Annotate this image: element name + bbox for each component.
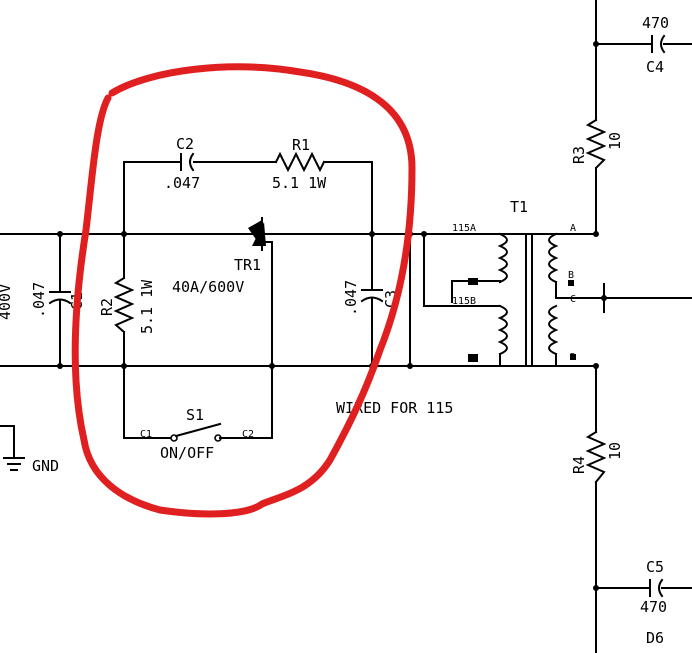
- resistor-r2: R2 5.1 1W: [98, 276, 156, 334]
- r1-ref: R1: [292, 136, 310, 154]
- t1-secondary-b: B: [568, 270, 574, 281]
- c2-value: .047: [164, 174, 200, 192]
- t1-secondary-d: D: [570, 352, 576, 363]
- d6-ref: D6: [646, 629, 664, 647]
- resistor-r1: R1 5.1 1W: [272, 136, 327, 192]
- tr1-value: 40A/600V: [172, 278, 244, 296]
- tr1-ref: TR1: [234, 256, 261, 274]
- wired-for-label: WIRED FOR 115: [336, 399, 453, 417]
- triac-tr1: TR1 40A/600V: [172, 217, 266, 296]
- c5-value: 470: [640, 598, 667, 616]
- t1-secondary-a: A: [570, 223, 576, 234]
- s1-terminal-2: C2: [242, 429, 254, 440]
- c3-value: .047: [342, 280, 360, 316]
- t1-secondary-c: C: [570, 294, 576, 305]
- junction-dots: [57, 41, 607, 591]
- gnd-label: GND: [32, 457, 59, 475]
- capacitor-c5: C5 470: [640, 558, 667, 616]
- voltage-label: 400V: [0, 284, 14, 320]
- red-annotation-circle: [71, 63, 416, 518]
- c5-ref: C5: [646, 558, 664, 576]
- s1-terminal-1: C1: [140, 429, 152, 440]
- r4-value: 10: [606, 442, 624, 460]
- transformer-t1: T1 115A 115B A B C D: [452, 198, 576, 367]
- t1-ref: T1: [510, 198, 528, 216]
- ground-symbol: GND: [3, 457, 59, 475]
- capacitor-c2: C2 .047: [164, 135, 200, 192]
- t1-tap-115b: 115B: [452, 296, 476, 307]
- capacitor-c1: .047 C1 400V: [0, 282, 86, 320]
- r4-ref: R4: [570, 456, 588, 474]
- r3-value: 10: [606, 132, 624, 150]
- c4-value: 470: [642, 14, 669, 32]
- s1-state-label: ON/OFF: [160, 444, 214, 462]
- capacitor-c4: 470 C4: [642, 14, 669, 76]
- r1-value: 5.1 1W: [272, 174, 327, 192]
- r3-ref: R3: [570, 146, 588, 164]
- c2-ref: C2: [176, 135, 194, 153]
- r2-ref: R2: [98, 298, 116, 316]
- switch-s1: S1 C1 C2 ON/OFF: [140, 406, 254, 462]
- s1-ref: S1: [186, 406, 204, 424]
- c1-value: .047: [30, 282, 48, 318]
- r2-value: 5.1 1W: [138, 279, 156, 334]
- resistor-r4: R4 10: [570, 430, 624, 484]
- c4-ref: C4: [646, 58, 664, 76]
- resistor-r3: R3 10: [570, 118, 624, 170]
- t1-tap-115a: 115A: [452, 223, 476, 234]
